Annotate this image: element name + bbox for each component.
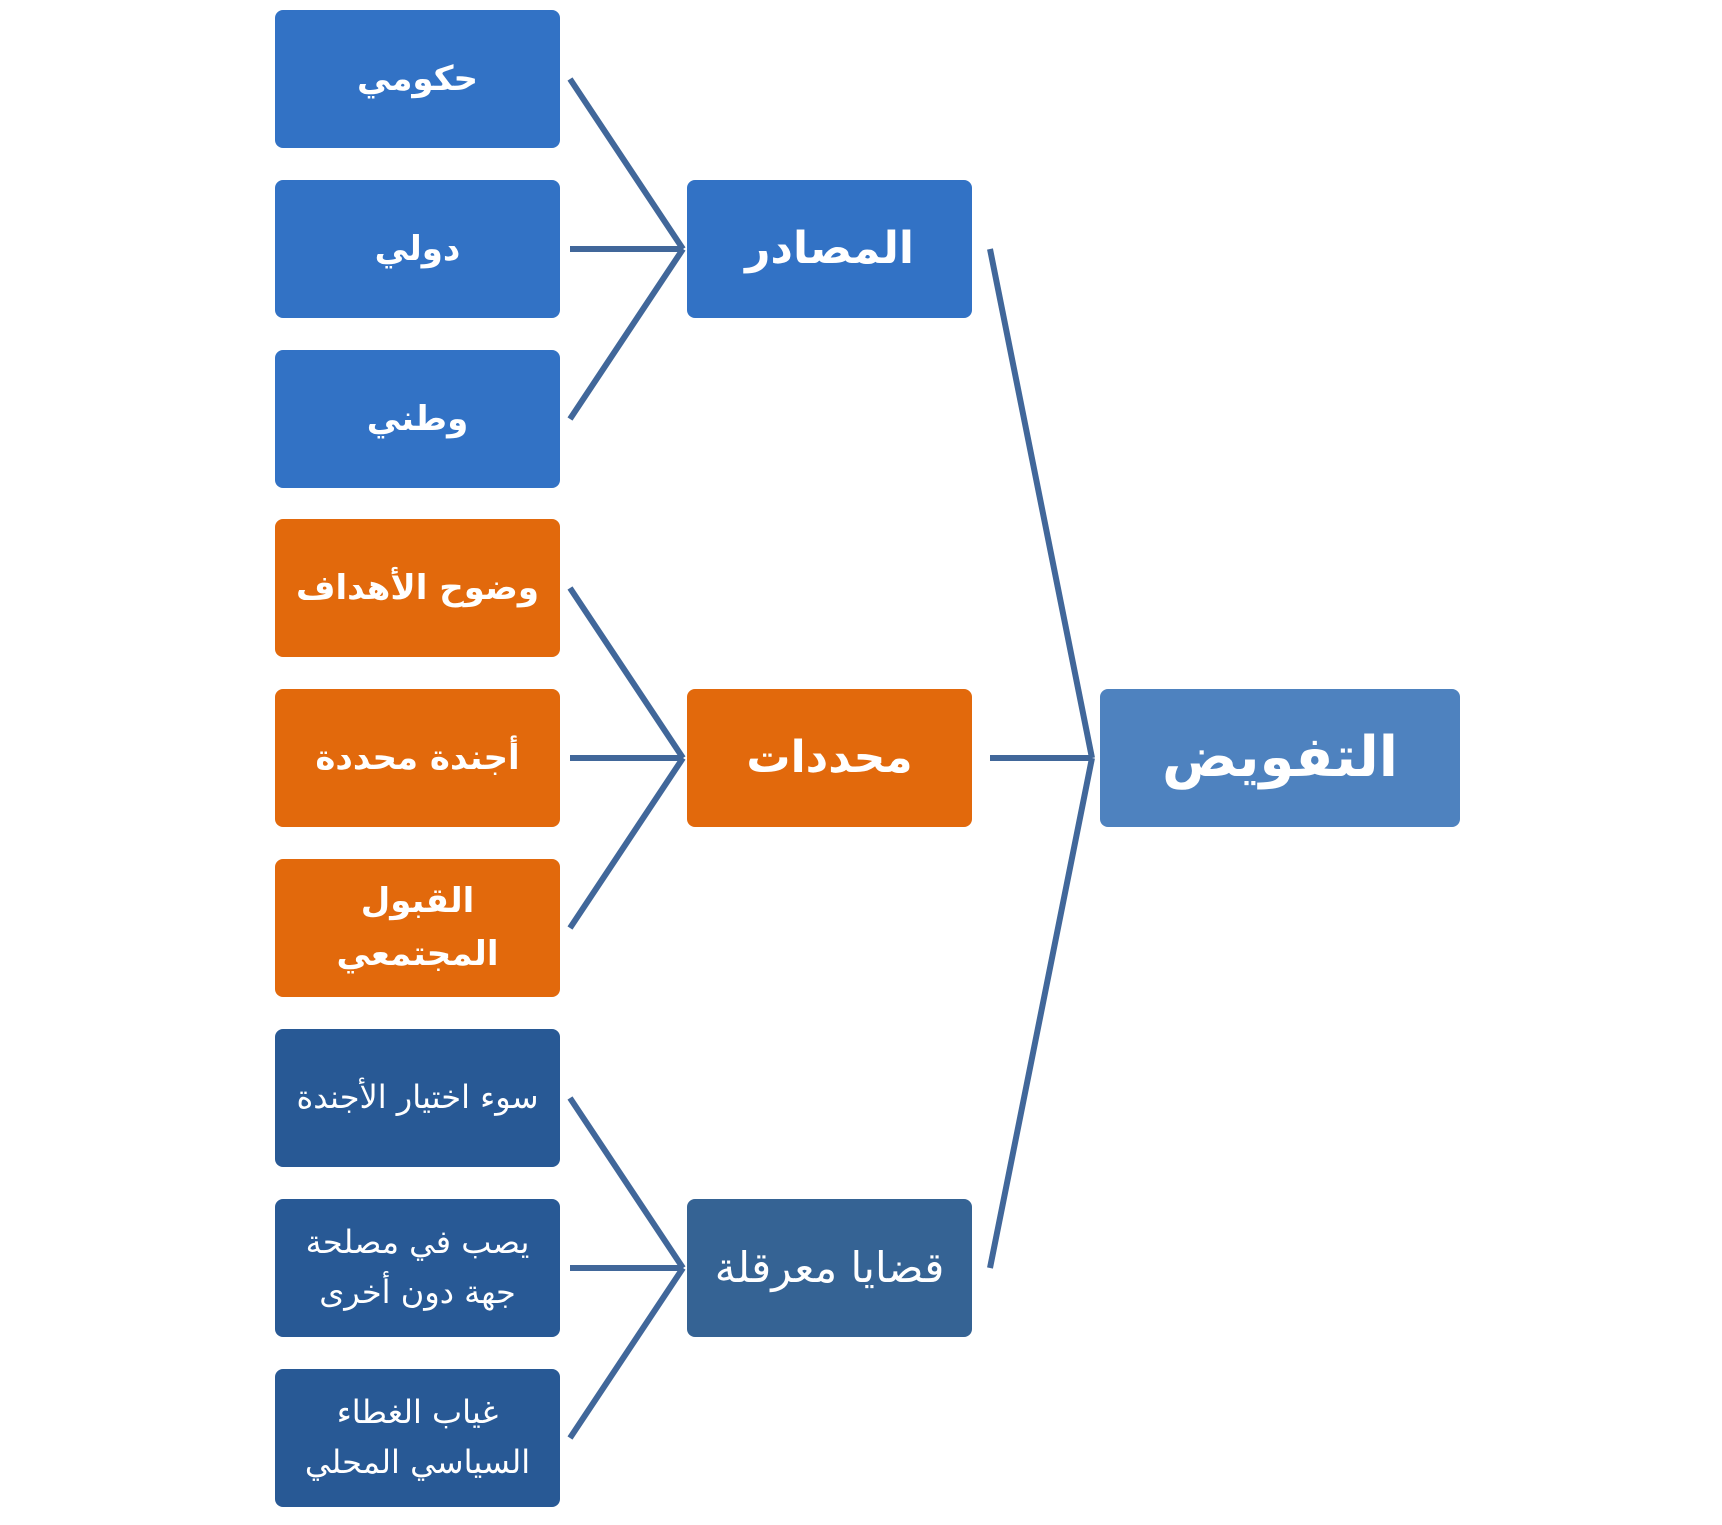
leaf-serves-one-party: يصب في مصلحة جهة دون أخرى xyxy=(275,1199,560,1337)
leaf-governmental: حكومي xyxy=(275,10,560,148)
leaf-no-political-cover: غياب الغطاء السياسي المحلي xyxy=(275,1369,560,1507)
leaf-national: وطني xyxy=(275,350,560,488)
mid-node-determinants: محددات xyxy=(687,689,972,827)
connector-leaf-1-0 xyxy=(567,586,686,760)
leaf-poor-agenda-choice: سوء اختيار الأجندة xyxy=(275,1029,560,1167)
mid-node-sources: المصادر xyxy=(687,180,972,318)
leaf-community-acceptance: القبول المجتمعي xyxy=(275,859,560,997)
leaf-defined-agenda: أجندة محددة xyxy=(275,689,560,827)
leaf-international: دولي xyxy=(275,180,560,318)
connector-leaf-2-2 xyxy=(567,1266,686,1440)
mid-node-obstacles: قضايا معرقلة xyxy=(687,1199,972,1337)
connector-leaf-0-0 xyxy=(567,77,686,251)
connector-leaf-1-2 xyxy=(567,756,686,930)
connector-mid-2 xyxy=(987,757,1095,1269)
root-node-delegation: التفويض xyxy=(1100,689,1460,827)
leaf-clear-goals: وضوح الأهداف xyxy=(275,519,560,657)
connector-leaf-0-2 xyxy=(567,247,686,421)
connector-leaf-2-0 xyxy=(567,1096,686,1270)
connector-mid-0 xyxy=(987,248,1095,759)
